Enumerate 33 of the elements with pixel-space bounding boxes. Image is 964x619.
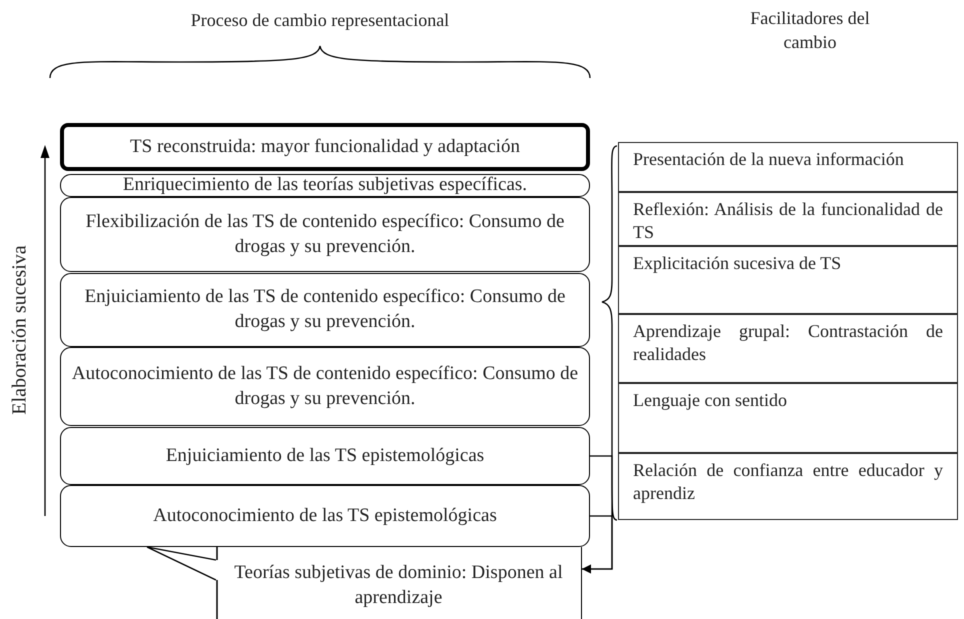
- table-cell-box: [618, 453, 958, 520]
- node-text: Enjuiciamiento de las TS epistemológicas: [164, 444, 486, 468]
- table-cell-box: [618, 192, 958, 246]
- heading: Proceso de cambio representacional: [190, 9, 450, 32]
- node-text: TS reconstruida: mayor funcionalidad y adaptación: [129, 134, 521, 159]
- stage-box: [60, 197, 590, 272]
- node-text: Autoconocimiento de las TS epistemológicas: [152, 504, 498, 528]
- table-cell-box: [618, 142, 958, 192]
- stage-box: [60, 427, 590, 485]
- stage-box: [60, 485, 590, 547]
- node-text: Autoconocimiento de las TS de contenido específico: Consumo de drogas y su prevención.: [70, 362, 580, 410]
- node-text: Explicitación sucesiva de TS: [633, 252, 842, 274]
- node-text: Lenguaje con sentido: [633, 389, 788, 412]
- result-box: [60, 123, 590, 171]
- node-text: Reflexión: Análisis de la funcionalidad de TS: [633, 198, 943, 243]
- callout-box: [216, 547, 582, 619]
- node-text: Relación de confianza entre educador y aprendiz: [633, 459, 943, 504]
- table-cell-box: [618, 383, 958, 453]
- table-cell-box: [618, 314, 958, 383]
- node-text: Enjuiciamiento de las TS de contenido específico: Consumo de drogas y su prevención.: [84, 285, 566, 334]
- node-text: Flexibilización de las TS de contenido específico: Consumo de drogas y su prevención.: [84, 210, 566, 258]
- stage-box: [60, 273, 590, 347]
- node-text: Aprendizaje grupal: Contrastación de realidades: [633, 320, 943, 365]
- node-text: Teorías subjetivas de dominio: Disponen al aprendizaje: [233, 561, 564, 610]
- stage-box: [60, 347, 590, 426]
- callout-pointer: [146, 546, 217, 581]
- heading: Facilitadores del cambio: [749, 7, 871, 54]
- node-text: Enriquecimiento de las teorías subjetivas específicas.: [122, 173, 528, 198]
- axis-label: Elaboración sucesiva: [8, 245, 32, 415]
- stage-box: [60, 174, 590, 197]
- node-text: Presentación de la nueva información: [633, 148, 905, 170]
- table-cell-box: [618, 246, 958, 314]
- arrow: [582, 515, 613, 574]
